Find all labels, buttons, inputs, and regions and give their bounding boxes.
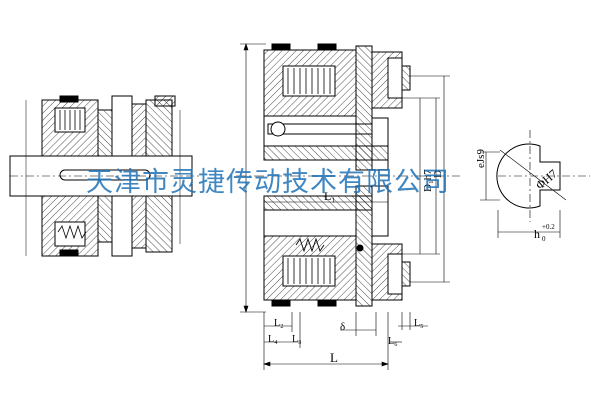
spring: [295, 237, 325, 253]
company-watermark: 天津市灵捷传动技术有限公司: [86, 167, 450, 198]
coil-lower: [282, 255, 336, 287]
label-D1h7: D₁h7: [422, 169, 434, 192]
bore-detail: [480, 130, 590, 238]
label-D: D: [432, 170, 444, 178]
dimension-lines: [240, 43, 450, 370]
label-keyway-tol: +0.2: [542, 223, 555, 231]
label-key-width: eJs9: [475, 149, 487, 168]
coil-upper: [282, 65, 336, 97]
label-keyway-tol-zero: 0: [542, 235, 546, 243]
assembly-view: [9, 95, 200, 257]
hub: [263, 145, 389, 161]
label-L3: L₃: [292, 334, 302, 345]
label-L1: L₁: [324, 189, 336, 203]
section-view: [236, 43, 460, 307]
label-L4: L₄: [268, 334, 278, 345]
label-L2: L₂: [274, 318, 284, 329]
bore-outline: [496, 143, 561, 209]
label-L6: L₆: [388, 336, 398, 347]
label-keyway-depth: h: [534, 227, 540, 241]
label-L5: L₅: [414, 318, 424, 329]
lower-coil: [54, 221, 86, 247]
shaft-keyway: [59, 169, 151, 181]
label-delta: δ: [340, 321, 345, 333]
label-L: L: [330, 350, 338, 365]
